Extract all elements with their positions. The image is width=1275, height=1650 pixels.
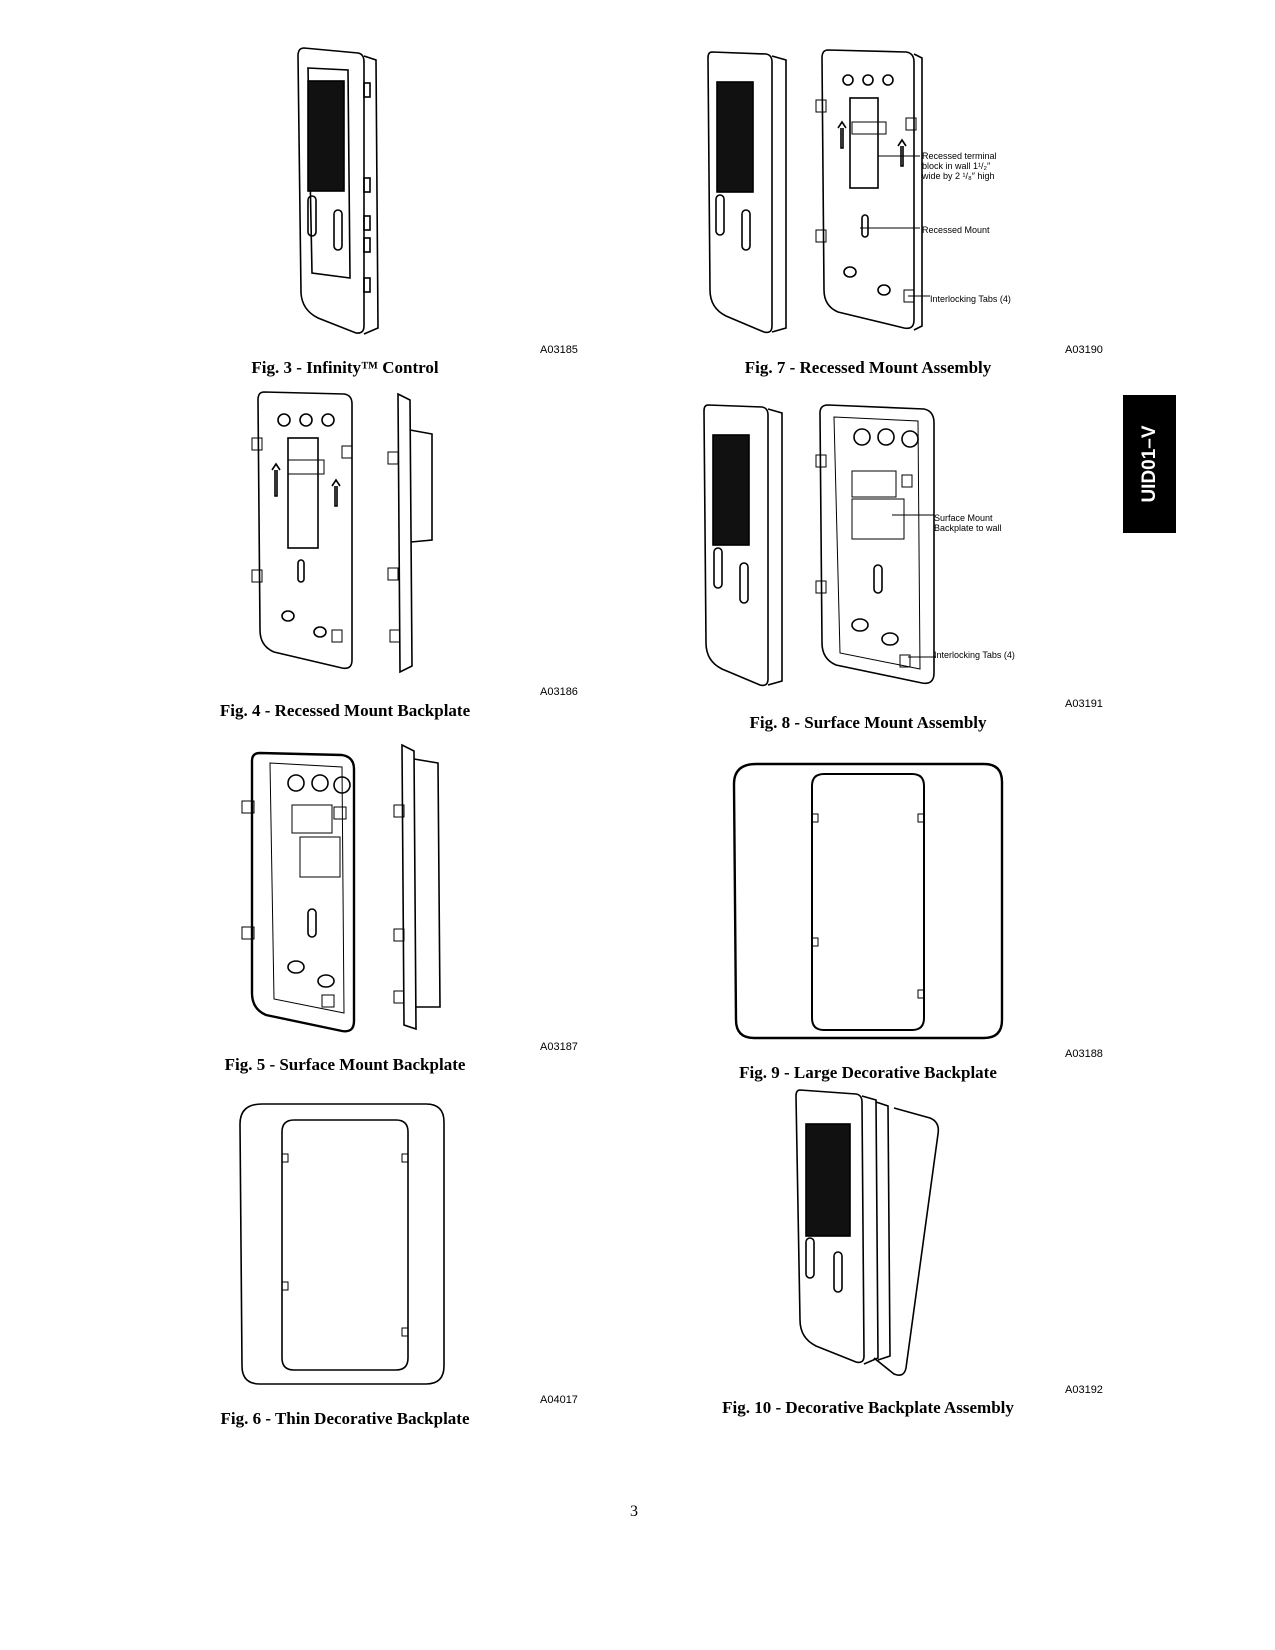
figure-caption: Fig. 8 - Surface Mount Assembly — [749, 713, 987, 732]
figure-code: A03187 — [540, 1041, 578, 1053]
figure-code: A04017 — [540, 1394, 578, 1406]
side-tab: UID01–V — [1123, 395, 1176, 533]
figure-caption: Fig. 3 - Infinity™ Control — [251, 358, 439, 377]
figure-code: A03185 — [540, 344, 578, 356]
infinity-control-illustration — [297, 47, 379, 335]
figure-code: A03191 — [1065, 698, 1103, 710]
recessed-mount-assembly-illustration — [707, 49, 930, 334]
surface-mount-backplate-illustration — [241, 743, 441, 1033]
figure-caption: Fig. 9 - Large Decorative Backplate — [739, 1063, 997, 1082]
figure-caption: Fig. 6 - Thin Decorative Backplate — [220, 1409, 470, 1428]
callout-text: block in wall 1¹/₂″ — [922, 161, 991, 171]
side-tab-label: UID01–V — [1138, 425, 1160, 503]
callout-text: Interlocking Tabs (4) — [934, 650, 1015, 660]
callout-text: Recessed terminal — [922, 151, 997, 161]
large-decorative-backplate-illustration — [732, 762, 1004, 1040]
figure-caption: Fig. 5 - Surface Mount Backplate — [224, 1055, 466, 1074]
callout-text: Surface Mount — [934, 513, 993, 523]
figure-caption: Fig. 4 - Recessed Mount Backplate — [219, 701, 471, 720]
callout-text: wide by 2 ¹/₈″ high — [922, 171, 995, 181]
figure-code: A03192 — [1065, 1384, 1103, 1396]
recessed-mount-backplate-illustration — [251, 391, 433, 674]
callout-text: Recessed Mount — [922, 225, 990, 235]
figure-caption: Fig. 7 - Recessed Mount Assembly — [744, 358, 992, 377]
callout-text: Interlocking Tabs (4) — [930, 294, 1011, 304]
thin-decorative-backplate-illustration — [239, 1103, 445, 1385]
surface-mount-assembly-illustration — [703, 404, 936, 687]
decorative-backplate-assembly-illustration — [795, 1089, 940, 1376]
callout-text: Backplate to wall — [934, 523, 1002, 533]
figure-caption: Fig. 10 - Decorative Backplate Assembly — [722, 1398, 1014, 1417]
page-number: 3 — [630, 1503, 638, 1520]
figure-code: A03186 — [540, 686, 578, 698]
figure-code: A03190 — [1065, 344, 1103, 356]
figure-code: A03188 — [1065, 1048, 1103, 1060]
